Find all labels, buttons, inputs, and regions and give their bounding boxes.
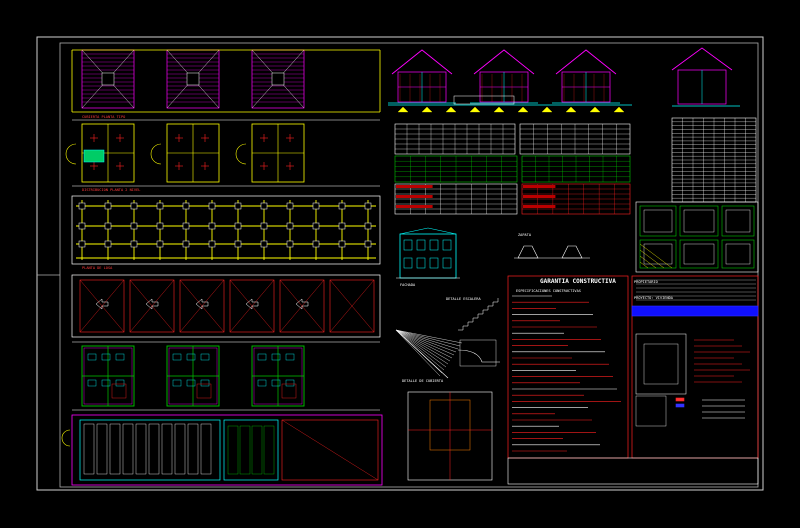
second-floor-label: DISTRIBUCION PLANTA 2 NIVEL xyxy=(82,188,140,192)
roof-truss-fan xyxy=(395,329,463,379)
owner-label: PROPIETARIO xyxy=(634,280,658,284)
foundation-grid xyxy=(71,195,381,265)
labels-layer: CUBIERTA PLANTA TIPO DISTRIBUCION PLANTA… xyxy=(82,115,674,383)
schedule-table xyxy=(394,123,516,155)
first-floor-unit xyxy=(166,345,220,407)
roof-plan-label: CUBIERTA PLANTA TIPO xyxy=(82,115,125,119)
schedule-table xyxy=(671,117,757,203)
sections-row xyxy=(388,47,740,113)
second-floor-unit xyxy=(150,123,220,183)
first-floor-unit xyxy=(81,345,135,407)
facade-label: FACHADA xyxy=(400,283,416,287)
schedule-table xyxy=(521,155,631,183)
detail-drawings xyxy=(395,227,590,481)
right-side-details xyxy=(635,201,759,273)
plans-column xyxy=(61,49,383,486)
schedule-table xyxy=(521,183,631,215)
roof-plan-unit xyxy=(251,49,305,109)
slab-plan xyxy=(71,274,381,338)
stair-detail-label: DETALLE ESCALERA xyxy=(446,297,481,301)
first-floor-unit xyxy=(251,345,305,407)
lot-detail xyxy=(407,391,493,481)
schedule-tables xyxy=(394,117,757,215)
stair-drawing xyxy=(457,298,500,367)
site-plan xyxy=(61,414,383,486)
slab-plan-label: PLANTA DE LOSA xyxy=(82,266,113,270)
title-block xyxy=(507,275,759,485)
footing-label: ZAPATA xyxy=(518,233,532,237)
schedule-table xyxy=(394,183,518,215)
roof-detail-label: DETALLE DE CUBIERTA xyxy=(402,379,444,383)
project-label: PROYECTO: VIVIENDA xyxy=(634,296,674,300)
footing-detail xyxy=(514,245,590,259)
side-section xyxy=(671,47,740,107)
second-floor-unit xyxy=(65,123,135,183)
title-block-heading: GARANTIA CONSTRUCTIVA xyxy=(540,278,616,285)
schedule-table xyxy=(519,123,631,155)
title-block-subtitle: ESPECIFICACIONES CONSTRUCTIVAS xyxy=(516,289,581,293)
house-section xyxy=(470,49,538,104)
second-floor-unit xyxy=(235,123,305,183)
roof-plan-unit xyxy=(81,49,135,109)
house-section xyxy=(552,49,620,104)
house-section xyxy=(388,49,456,104)
facade-drawing xyxy=(396,227,460,279)
schedule-table xyxy=(394,155,518,183)
